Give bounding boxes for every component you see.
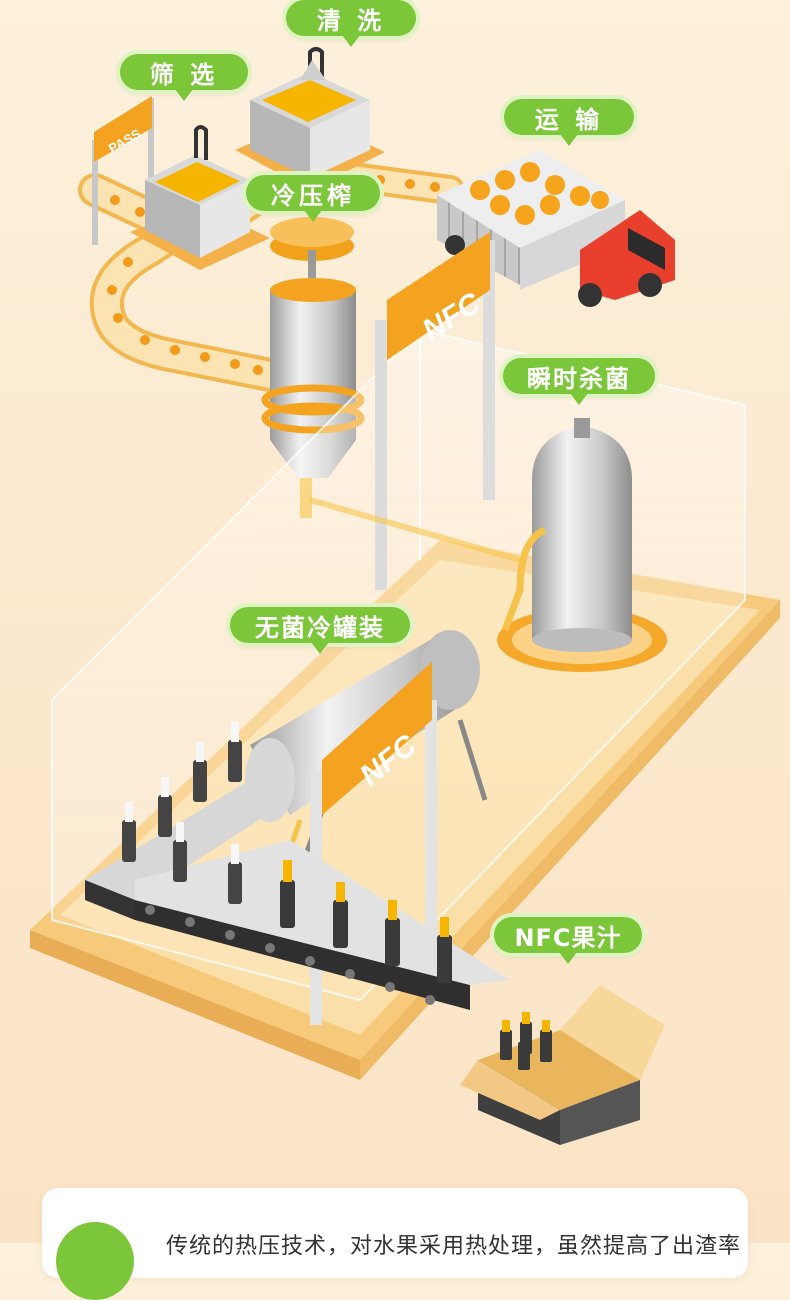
bottles	[122, 722, 452, 983]
washing-machine	[235, 47, 385, 190]
step-tag-wujun: 无菌冷罐装	[230, 607, 410, 654]
filled-bottles	[280, 880, 452, 983]
screening-machine	[130, 125, 270, 270]
step-tag-yunshu: 运 输	[504, 99, 634, 146]
step-tag-lengyazha: 冷压榨	[246, 175, 380, 222]
leaf-icon	[56, 1222, 134, 1300]
bottle-conveyor	[85, 780, 510, 1010]
step-tag-shaixuan: 筛 选	[120, 54, 248, 101]
info-card-text: 传统的热压技术，对水果采用热处理，虽然提高了出渣率	[166, 1234, 742, 1259]
step-tag-qingxi: 清 洗	[286, 0, 416, 47]
juice-box	[460, 985, 665, 1145]
step-tag-nfc-juice: NFC果汁	[494, 917, 642, 964]
flash-sterilizer	[309, 418, 667, 672]
step-tag-shunshi: 瞬时杀菌	[503, 358, 655, 405]
info-card: 传统的热压技术，对水果采用热处理，虽然提高了出渣率	[42, 1188, 748, 1300]
empty-bottles	[122, 740, 242, 904]
nfc-process-illustration: PASS	[30, 47, 780, 1145]
